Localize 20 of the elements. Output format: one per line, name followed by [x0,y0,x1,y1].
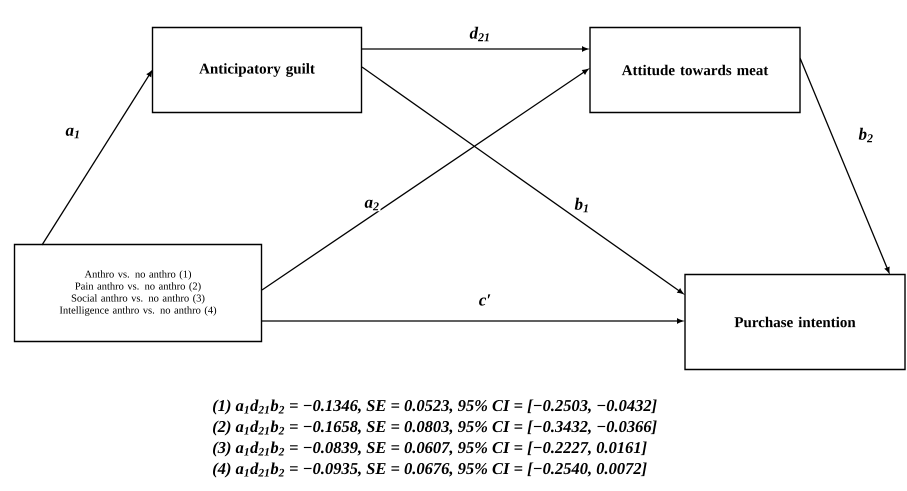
edge-label: a$_{2}$ [364,198,380,212]
edge-label: b$_{2}$ [858,126,874,144]
factor-box: Anthro vs. no anthro (1) Pain anthro vs. no anthro (2) Social anthro vs. no anthro (3) Intelligence anthro vs. no anthro (4) [14,244,262,342]
arrow [799,58,890,274]
arrow [262,318,683,324]
edge-label: a$_{1}$ [64,126,82,140]
edge-label: c′ [478,293,492,307]
arrow [362,46,588,52]
edge-label: b$_{1}$ [574,196,590,214]
arrow [41,70,152,246]
edge-label: d$_{21}$ [468,26,492,42]
variable-box: Attitude towards meat [589,26,801,114]
arrow [362,66,684,294]
variable-box: Anticipatory guilt [152,26,362,114]
arrow [262,68,588,291]
equation-text: (4) a$_{1}$d$_{21}$b$_{2}$ = −0.0935, SE = 0.0676, 95% CI = [−0.2540, 0.0072] [213,462,647,478]
variable-box: Purchase intention [684,274,906,370]
equation-text: (2) a$_{1}$d$_{21}$b$_{2}$ = −0.1658, SE = 0.0803, 95% CI = [−0.3432, −0.0366] [213,420,657,436]
equation-text: (3) a$_{1}$d$_{21}$b$_{2}$ = −0.0839, SE = 0.0607, 95% CI = [−0.2227, 0.0161] [213,442,647,456]
equation-text: (1) a$_{1}$d$_{21}$b$_{2}$ = −0.1346, SE = 0.0523, 95% CI = [−0.2503, −0.0432] [213,400,657,414]
